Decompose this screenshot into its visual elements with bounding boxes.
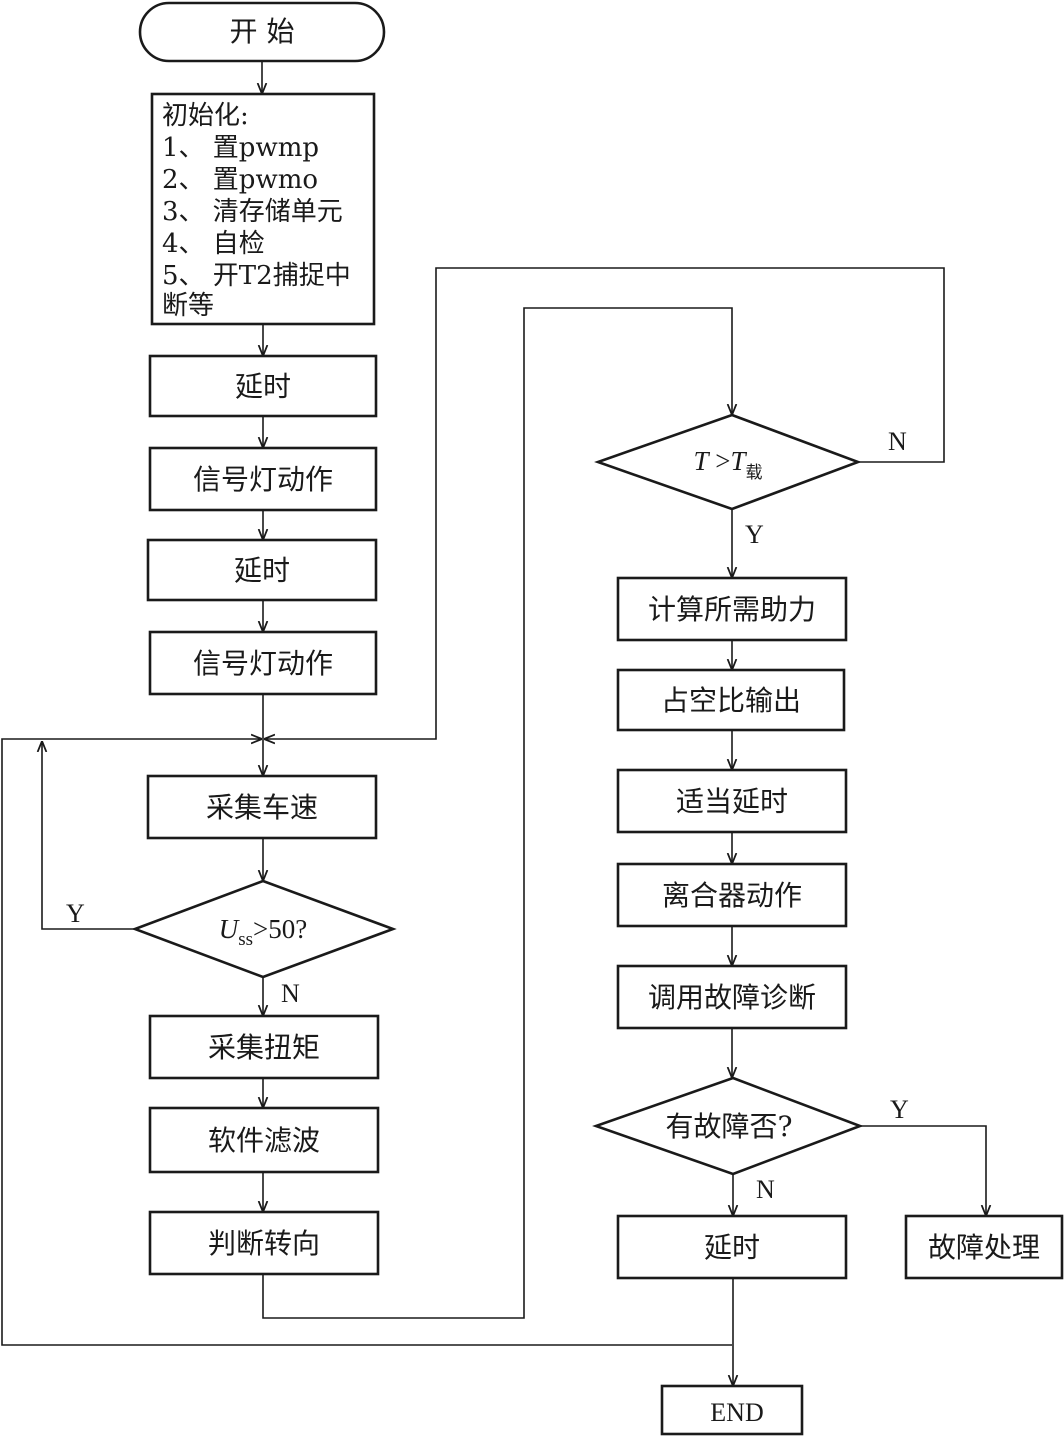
- judge-steering-label: 判断转向: [208, 1227, 320, 1260]
- fault-handling-label: 故障处理: [928, 1231, 1040, 1264]
- torque-var-subscript: 载: [746, 463, 763, 482]
- proper-delay-box: [616, 768, 848, 834]
- end-box: [660, 1384, 804, 1436]
- clutch-action-label: 离合器动作: [662, 879, 802, 912]
- speed-check-yes-label: Y: [66, 899, 85, 928]
- init-box: [150, 92, 376, 326]
- fault-check-no-label: N: [756, 1175, 775, 1204]
- proper-delay-label: 适当延时: [676, 785, 788, 818]
- signal-lamp-box-1: [148, 446, 378, 512]
- duty-output-box: [616, 668, 846, 732]
- collect-torque-label: 采集扭矩: [208, 1031, 320, 1064]
- torque-var-2: T: [730, 446, 747, 476]
- software-filter-label: 软件滤波: [208, 1124, 320, 1157]
- loop-line-speed-yes: [42, 741, 135, 930]
- init-item: 4、 自检: [162, 229, 265, 259]
- fault-check-yes-label: Y: [890, 1095, 909, 1124]
- torque-check-condition: T >T载: [693, 446, 762, 482]
- loop-line-outer: [1, 739, 732, 1346]
- fault-handling-box: [904, 1214, 1064, 1280]
- judge-steering-box: [148, 1210, 380, 1276]
- start-label: 开 始: [230, 15, 295, 48]
- collect-speed-box: [146, 774, 378, 840]
- compute-assist-label: 计算所需助力: [648, 593, 816, 626]
- call-diagnosis-label: 调用故障诊断: [648, 981, 816, 1014]
- delay-label-2: 延时: [234, 554, 290, 587]
- clutch-action-box: [616, 862, 848, 928]
- init-title: 初始化:: [162, 101, 249, 131]
- init-item: 3、 清存储单元: [162, 197, 343, 227]
- init-item: 1、 置pwmp: [162, 133, 319, 163]
- end-label: END: [710, 1398, 763, 1427]
- delay-box-2: [146, 538, 378, 602]
- collect-speed-label: 采集车速: [206, 791, 318, 824]
- loop-line-torque-no: [264, 267, 945, 739]
- speed-check-no-label: N: [281, 979, 300, 1008]
- speed-var: U: [219, 914, 240, 944]
- duty-output-label: 占空比输出: [661, 684, 801, 717]
- delay-box-3: [616, 1214, 848, 1280]
- init-item: 2、 置pwmo: [162, 165, 318, 195]
- init-item: 断等: [162, 291, 214, 321]
- torque-op: >: [709, 446, 731, 476]
- delay-label-3: 延时: [704, 1231, 760, 1264]
- torque-var: T: [693, 446, 710, 476]
- signal-lamp-label-1: 信号灯动作: [193, 463, 333, 496]
- speed-check-condition: Uss>50?: [219, 914, 308, 950]
- compute-assist-box: [616, 576, 848, 642]
- speed-threshold: >50?: [253, 914, 307, 944]
- delay-label-1: 延时: [235, 370, 291, 403]
- torque-check-yes-label: Y: [745, 520, 764, 549]
- torque-check-no-label: N: [888, 427, 907, 456]
- software-filter-box: [148, 1106, 380, 1174]
- call-diagnosis-box: [616, 964, 848, 1030]
- collect-torque-box: [148, 1014, 380, 1080]
- fault-check-label: 有故障否?: [665, 1110, 792, 1143]
- signal-lamp-label-2: 信号灯动作: [193, 647, 333, 680]
- speed-var-subscript: ss: [238, 929, 253, 950]
- init-item: 5、 开T2捕捉中: [162, 261, 351, 291]
- arrow-steering-to-torque-check: [262, 307, 732, 1319]
- arrow-fault-yes-to-handling: [860, 1125, 986, 1216]
